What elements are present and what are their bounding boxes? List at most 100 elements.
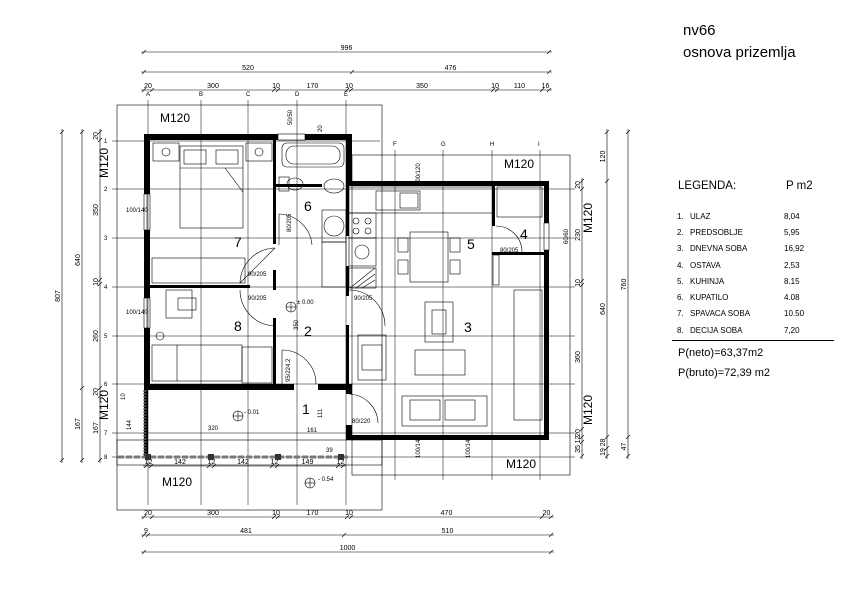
dimension-tick bbox=[546, 87, 552, 93]
dimension-tick bbox=[546, 69, 552, 75]
dimension-tick bbox=[143, 463, 149, 469]
dimension-label: 20 bbox=[543, 510, 551, 517]
dimension-tick bbox=[579, 453, 585, 459]
dimension-tick bbox=[141, 87, 147, 93]
grid-axis-label: C bbox=[246, 92, 251, 98]
dimension-label: 9 bbox=[144, 528, 148, 535]
door-label-living: 90/205 bbox=[354, 296, 373, 302]
dimension-tick bbox=[341, 532, 347, 538]
legend-item-number: 1. bbox=[677, 211, 684, 221]
single-bed bbox=[151, 344, 243, 382]
terrace-width: 320 bbox=[208, 426, 219, 432]
dimension-label: 10 bbox=[93, 278, 100, 286]
door-swings bbox=[239, 213, 523, 424]
legend-item-number: 6. bbox=[677, 293, 684, 303]
legend-item-label: KUHINJA bbox=[690, 276, 725, 286]
dimension-tick bbox=[625, 129, 631, 135]
legend-item-label: OSTAVA bbox=[690, 260, 721, 270]
dimension-label: 1000 bbox=[340, 545, 356, 552]
step-width: 161 bbox=[307, 428, 318, 434]
legend-divider bbox=[672, 340, 834, 342]
dimension-tick bbox=[141, 49, 147, 55]
dimension-label: 10 bbox=[272, 510, 280, 517]
level-terrace: - 0.01 bbox=[244, 410, 260, 416]
dimension-tick bbox=[97, 281, 103, 287]
dimension-label: 120 bbox=[600, 151, 607, 163]
legend-item-area: 8,04 bbox=[784, 211, 800, 221]
dimension-label: 510 bbox=[442, 528, 454, 535]
legend-item-area: 16,92 bbox=[784, 244, 805, 254]
grid-axis-label: B bbox=[199, 92, 203, 98]
dimension-label: 760 bbox=[621, 279, 628, 291]
level-hall: ± 0.00 bbox=[297, 300, 314, 306]
dimension-label: 142 bbox=[237, 459, 249, 466]
entry-height: 111 bbox=[318, 408, 324, 418]
door-label-pantry: 80/205 bbox=[500, 248, 519, 254]
dimension-tick bbox=[579, 186, 585, 192]
level-outside: - 0.54 bbox=[318, 477, 334, 483]
dimension-tick bbox=[97, 393, 103, 399]
grid-label-bottom-right: M120 bbox=[506, 457, 536, 471]
dimension-label: 476 bbox=[445, 65, 457, 72]
toilet bbox=[286, 177, 304, 191]
dimension-label: 10 bbox=[575, 279, 582, 287]
dimension-label: 481 bbox=[240, 528, 252, 535]
dimension-label: 360 bbox=[575, 351, 582, 363]
dimension-tick bbox=[141, 514, 147, 520]
dimension-label: 10 bbox=[491, 83, 499, 90]
grid-axis-label: 1 bbox=[104, 139, 108, 145]
dimension-label: 20 bbox=[575, 429, 582, 437]
grid-axis-label: 7 bbox=[104, 431, 108, 437]
wall-offset: 10 bbox=[121, 393, 127, 400]
grid-label-left-bottom: M120 bbox=[97, 390, 111, 420]
terrace-depth: 144 bbox=[127, 419, 133, 430]
dimension-tick bbox=[344, 514, 350, 520]
furniture bbox=[151, 142, 543, 427]
grid-axis-label: E bbox=[344, 92, 348, 98]
dimension-label: 10 bbox=[345, 510, 353, 517]
dimension-label: 20 bbox=[575, 181, 582, 189]
grid-axis-label: I bbox=[538, 142, 540, 148]
grid-label-left-top: M120 bbox=[97, 148, 111, 178]
legend-item-area: 5,95 bbox=[784, 227, 800, 237]
legend-item-label: KUPATILO bbox=[690, 293, 729, 303]
dimension-tick bbox=[141, 532, 147, 538]
grid-label-bottom: M120 bbox=[162, 475, 192, 489]
legend-item-number: 8. bbox=[677, 325, 684, 335]
grid-axis-label: D bbox=[295, 92, 300, 98]
sofa bbox=[401, 395, 488, 427]
armchair bbox=[357, 334, 387, 381]
grid-axis-label: 8 bbox=[104, 455, 108, 461]
room-number-3: 3 bbox=[464, 319, 472, 335]
room-number-8: 8 bbox=[234, 318, 242, 334]
dimension-tick bbox=[604, 129, 610, 135]
grid-axis-label: 3 bbox=[104, 236, 108, 242]
dimension-label: 20 bbox=[144, 510, 152, 517]
dimension-label: 12 bbox=[575, 436, 582, 444]
dimension-tick bbox=[604, 434, 610, 440]
dimension-tick bbox=[97, 277, 103, 283]
dimension-tick bbox=[539, 514, 545, 520]
dimension-tick bbox=[145, 532, 151, 538]
dimension-tick bbox=[579, 278, 585, 284]
window-label-3: 100/140 bbox=[416, 436, 422, 458]
grid-axis-label: 5 bbox=[104, 334, 108, 340]
dimension-label: 470 bbox=[441, 510, 453, 517]
grid-label-right-top: M120 bbox=[504, 157, 534, 171]
dimension-label: 110 bbox=[514, 83, 525, 90]
grid-label-top: M120 bbox=[160, 111, 190, 125]
dimension-tick bbox=[79, 129, 85, 135]
grid-label-right-bottom: M120 bbox=[581, 395, 595, 425]
dimension-tick bbox=[271, 87, 277, 93]
dimension-tick bbox=[579, 426, 585, 432]
door-label-hall: 95/224.2 bbox=[286, 358, 292, 382]
grid-axis-label: 4 bbox=[104, 285, 108, 291]
dimension-tick bbox=[490, 87, 496, 93]
dimension-label: 12 bbox=[337, 459, 345, 466]
legend-item-number: 3. bbox=[677, 244, 684, 254]
